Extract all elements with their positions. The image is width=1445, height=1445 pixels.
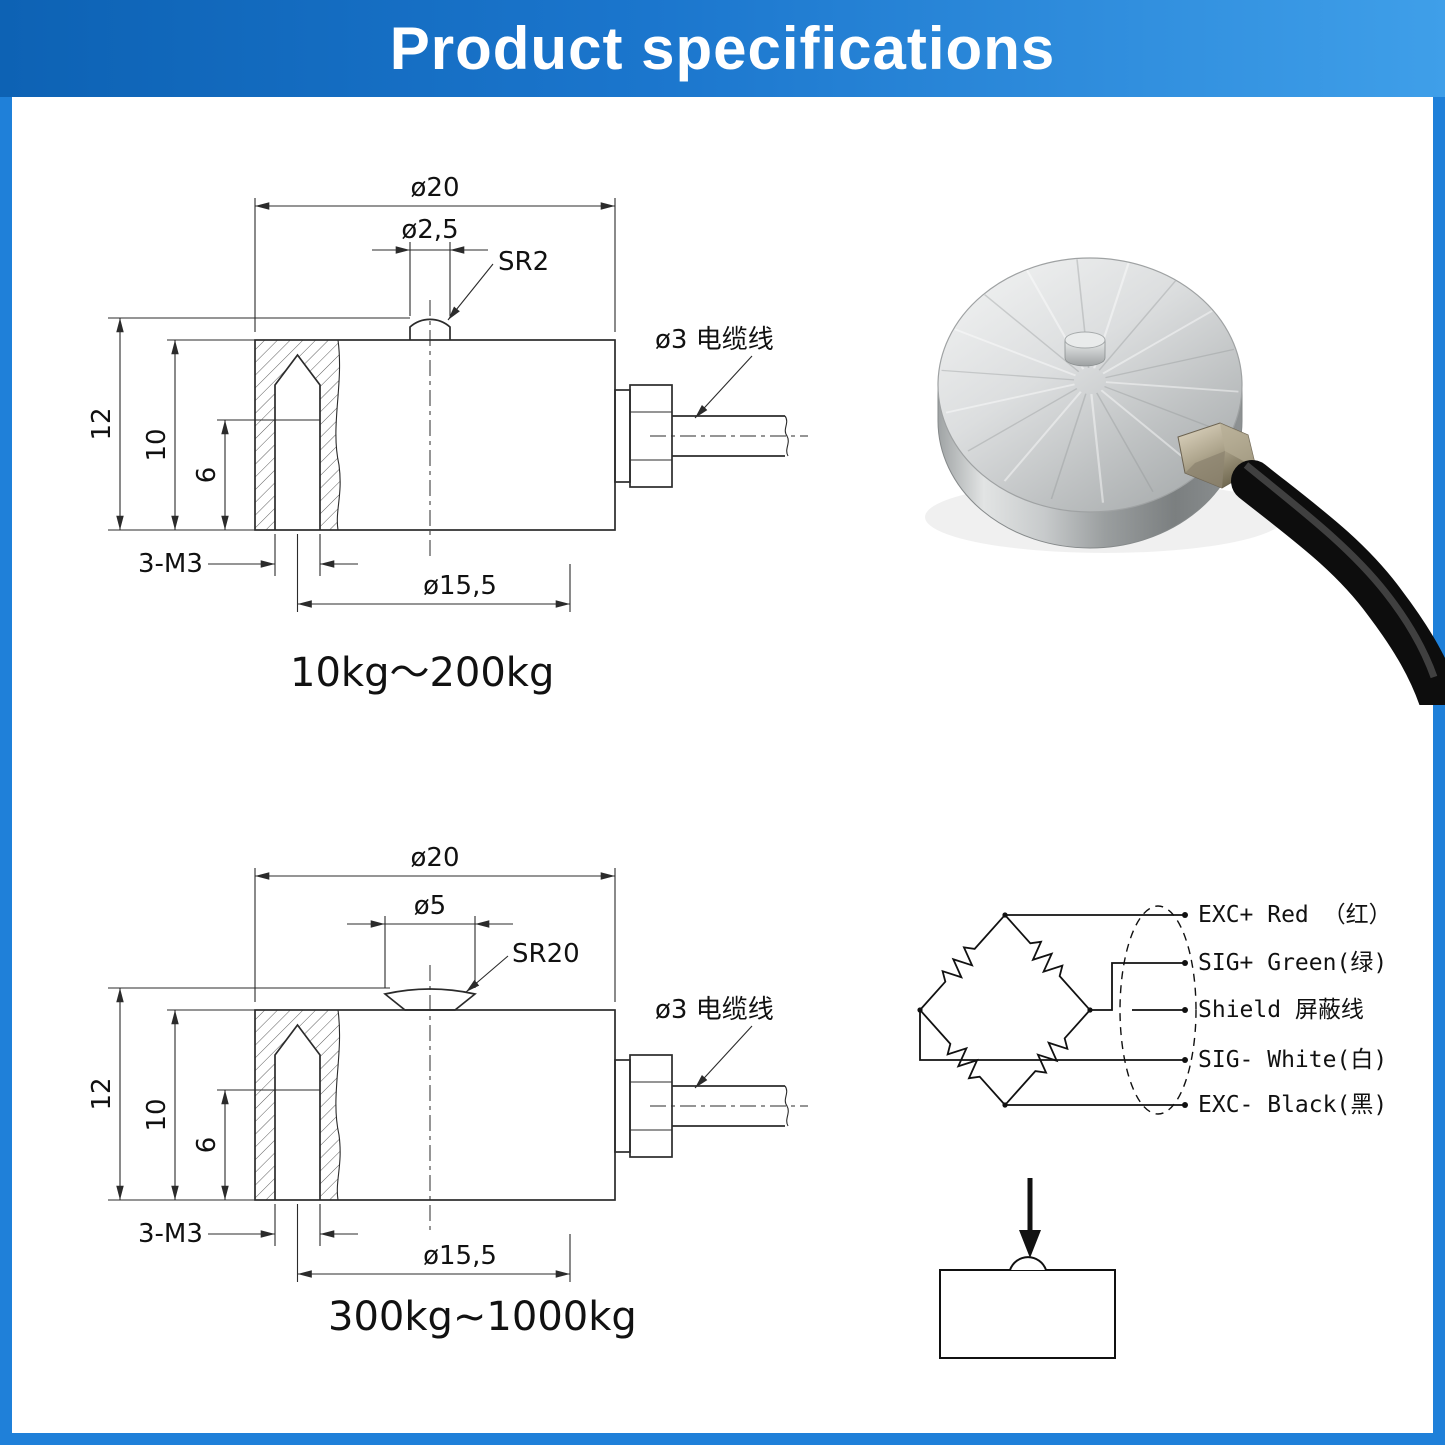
brushed-metal-texture (941, 259, 1239, 503)
cable-diameter-label: ø3 电缆线 (655, 995, 774, 1025)
dim-total-height: 12 (87, 1077, 117, 1110)
dim-outer-diameter: ø20 (411, 843, 460, 873)
technical-drawing-large-capacity: ø20 ø5 SR20 ø3 电缆线 12 10 6 (87, 843, 808, 1340)
dimensions: ø20 ø2,5 SR2 ø3 电缆线 12 10 6 (87, 173, 774, 612)
cable-gland (614, 1054, 808, 1158)
force-arrow-icon (1019, 1178, 1041, 1258)
dim-sphere-radius: SR20 (512, 939, 580, 969)
thread-spec-label: 3-M3 (138, 549, 203, 579)
dim-total-height: 12 (87, 407, 117, 440)
dim-outer-diameter: ø20 (411, 173, 460, 203)
dim-bolt-circle: ø15,5 (423, 571, 497, 601)
product-photo (925, 257, 1445, 705)
wire-label-shield: Shield 屏蔽线 (1198, 997, 1364, 1023)
dim-tip-diameter: ø2,5 (401, 215, 458, 245)
wire-label-exc-plus: EXC+ Red （红） (1198, 902, 1392, 928)
load-direction-diagram (939, 1178, 1116, 1359)
thread-spec-label: 3-M3 (138, 1219, 203, 1249)
capacity-range-label-large: 300kg~1000kg (328, 1294, 637, 1340)
wire-label-sig-minus: SIG- White(白) (1198, 1047, 1387, 1073)
cable-cross-section (1119, 905, 1197, 1115)
lead-wires (919, 914, 1185, 1106)
wiring-diagram: EXC+ Red （红） SIG+ Green(绿) Shield 屏蔽线 SI… (917, 902, 1392, 1118)
technical-drawing-small-capacity: ø20 ø2,5 SR2 ø3 电缆线 12 10 6 (87, 173, 808, 696)
dim-body-height: 10 (142, 1098, 172, 1131)
cable-diameter-label: ø3 电缆线 (655, 325, 774, 355)
page-title: Product specifications (389, 15, 1056, 82)
wire-junction-dots (1182, 912, 1188, 1108)
header-banner: Product specifications (0, 0, 1445, 97)
sensor-outline (939, 1256, 1116, 1359)
sensor-body-section (254, 300, 616, 560)
wire-label-sig-plus: SIG+ Green(绿) (1198, 950, 1387, 976)
load-button (1064, 331, 1106, 367)
dim-body-height: 10 (142, 428, 172, 461)
page-border-right (1433, 0, 1445, 1445)
dim-bolt-circle: ø15,5 (423, 1241, 497, 1271)
dim-tip-diameter: ø5 (414, 891, 446, 921)
page-border-bottom (0, 1433, 1445, 1445)
dim-thread-depth: 6 (192, 1137, 222, 1154)
sensor-body-section (254, 965, 616, 1230)
capacity-range-label-small: 10kg～200kg (290, 650, 554, 696)
page-border-left (0, 0, 12, 1445)
sensor-cylinder (937, 257, 1243, 549)
dim-thread-depth: 6 (192, 467, 222, 484)
wire-label-exc-minus: EXC- Black(黑) (1198, 1092, 1387, 1118)
sensor-cable (1231, 460, 1445, 705)
dim-sphere-radius: SR2 (498, 247, 549, 277)
dimensions: ø20 ø5 SR20 ø3 电缆线 12 10 6 (87, 843, 774, 1282)
cable-gland (614, 384, 808, 488)
wheatstone-bridge (917, 912, 1093, 1108)
